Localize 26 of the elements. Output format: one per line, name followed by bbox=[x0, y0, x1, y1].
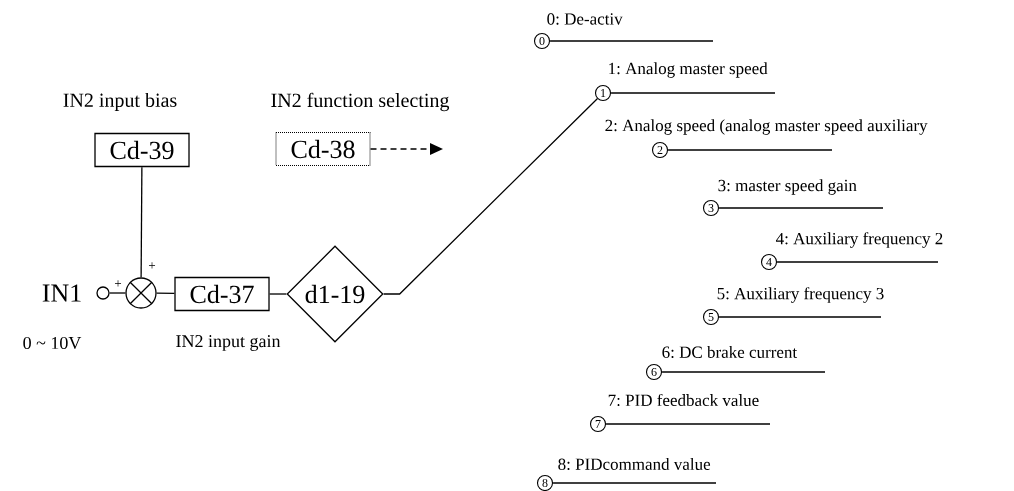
edge-label: + bbox=[149, 262, 156, 269]
parameter-box: Cd-38 bbox=[275, 132, 371, 166]
parameter-box: Cd-37 bbox=[174, 276, 270, 312]
connector-line bbox=[140, 166, 143, 278]
parameter-box: Cd-39 bbox=[94, 132, 190, 168]
summing-junction bbox=[125, 277, 157, 309]
option-label: 8: PIDcommand value bbox=[558, 458, 711, 470]
connector-line bbox=[109, 292, 126, 294]
caption-label: 0 ~ 10V bbox=[23, 336, 82, 350]
option-label: 0: De-activ bbox=[547, 13, 623, 25]
option-label: 2: Analog speed (analog master speed auxiliary bbox=[605, 119, 928, 135]
caption-label: IN2 input gain bbox=[176, 335, 281, 351]
option-label: 1: Analog master speed bbox=[609, 62, 768, 78]
option-label: 3: master speed gain bbox=[718, 179, 857, 195]
connector-line bbox=[156, 292, 175, 295]
connector-line bbox=[369, 143, 443, 155]
connector-line bbox=[383, 98, 598, 295]
caption-label: IN1 bbox=[42, 284, 81, 302]
edge-label: + bbox=[115, 280, 122, 287]
heading-label: IN2 input bias bbox=[63, 92, 177, 112]
option-label: 6: DC brake current bbox=[662, 346, 798, 358]
option-label: 4: Auxiliary frequency 2 bbox=[776, 232, 943, 248]
option-label: 7: PID feedback value bbox=[608, 393, 759, 407]
connector-line bbox=[269, 293, 287, 295]
option-label: 5: Auxiliary frequency 3 bbox=[717, 287, 884, 303]
heading-label: IN2 function selecting bbox=[271, 92, 450, 112]
